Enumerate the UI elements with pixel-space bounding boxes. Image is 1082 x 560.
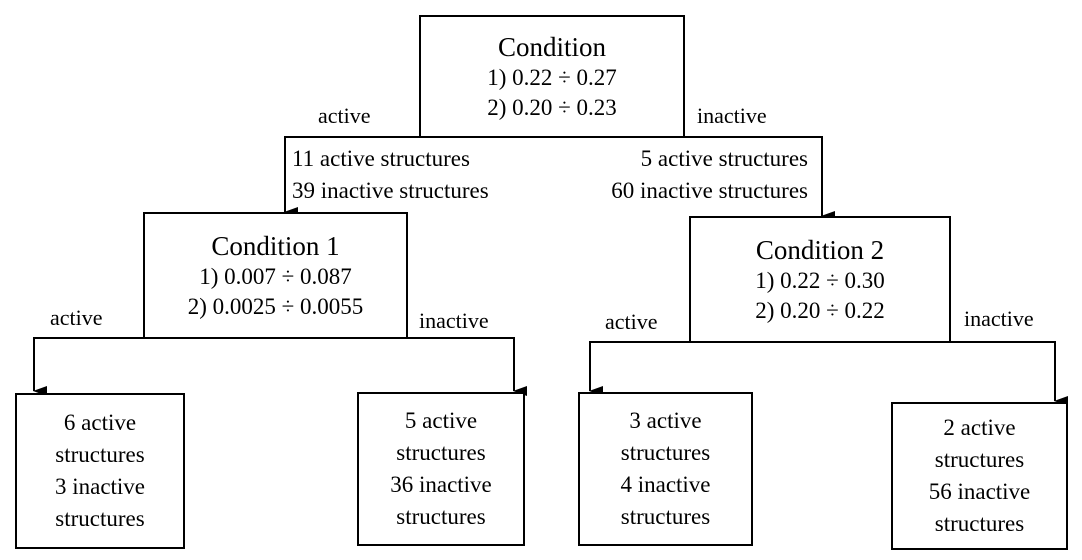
left-branch-count-active: 11 active structures bbox=[292, 146, 470, 171]
condition-1-node: Condition 1 1) 0.007 ÷ 0.087 2) 0.0025 ÷… bbox=[143, 212, 408, 339]
node1-inactive-label: inactive bbox=[419, 308, 489, 333]
edge-root-active bbox=[284, 136, 420, 217]
edge-node1-active bbox=[33, 337, 145, 396]
leaf-3-line-4: structures bbox=[620, 504, 711, 529]
condition-2-range-1: 1) 0.22 ÷ 0.30 bbox=[755, 267, 885, 293]
right-branch-count-active: 5 active structures bbox=[640, 146, 808, 171]
condition-2-title: Condition 2 bbox=[755, 234, 885, 265]
leaf-node-1: 6 active structures 3 inactive structure… bbox=[15, 393, 185, 549]
condition-1-range-2: 2) 0.0025 ÷ 0.0055 bbox=[187, 293, 364, 319]
condition-1-range-1: 1) 0.007 ÷ 0.087 bbox=[199, 263, 352, 289]
leaf-node-3: 3 active structures 4 inactive structure… bbox=[578, 392, 753, 546]
root-range-1: 1) 0.22 ÷ 0.27 bbox=[487, 64, 617, 90]
leaf-3-line-2: structures bbox=[620, 440, 711, 465]
root-range-2: 2) 0.20 ÷ 0.23 bbox=[487, 94, 617, 120]
leaf-node-4: 2 active structures 56 inactive structur… bbox=[891, 402, 1068, 550]
leaf-node-2: 5 active structures 36 inactive structur… bbox=[357, 392, 525, 546]
node1-active-label: active bbox=[50, 305, 103, 330]
left-branch-count-inactive: 39 inactive structures bbox=[292, 178, 489, 203]
leaf-4-line-1: 2 active bbox=[943, 415, 1016, 440]
leaf-3-line-1: 3 active bbox=[629, 408, 702, 433]
leaf-3-line-3: 4 inactive bbox=[620, 472, 711, 497]
root-active-label: active bbox=[318, 103, 371, 128]
leaf-4-line-4: structures bbox=[934, 511, 1025, 536]
leaf-1-line-2: structures bbox=[55, 442, 145, 467]
edge-node1-inactive bbox=[407, 337, 527, 396]
leaf-4-line-2: structures bbox=[934, 447, 1025, 472]
leaf-1-line-1: 6 active bbox=[63, 410, 137, 435]
condition-1-title: Condition 1 bbox=[211, 230, 340, 261]
leaf-2-line-1: 5 active bbox=[404, 408, 478, 433]
leaf-4-line-3: 56 inactive bbox=[928, 479, 1031, 504]
edge-node2-active bbox=[589, 341, 690, 396]
leaf-2-line-3: 36 inactive bbox=[390, 472, 492, 497]
leaf-2-line-2: structures bbox=[396, 440, 486, 465]
leaf-1-line-3: 3 inactive bbox=[54, 474, 146, 499]
node2-inactive-label: inactive bbox=[964, 306, 1034, 331]
node2-active-label: active bbox=[605, 309, 658, 334]
leaf-1-line-4: structures bbox=[55, 506, 145, 531]
root-title: Condition bbox=[497, 31, 606, 62]
edge-node2-inactive bbox=[950, 341, 1068, 406]
root-inactive-label: inactive bbox=[697, 103, 767, 128]
root-condition-node: Condition 1) 0.22 ÷ 0.27 2) 0.20 ÷ 0.23 bbox=[419, 15, 685, 138]
edge-root-inactive bbox=[684, 136, 835, 221]
condition-2-node: Condition 2 1) 0.22 ÷ 0.30 2) 0.20 ÷ 0.2… bbox=[689, 216, 951, 343]
right-branch-count-inactive: 60 inactive structures bbox=[611, 178, 808, 203]
condition-2-range-2: 2) 0.20 ÷ 0.22 bbox=[755, 297, 885, 323]
leaf-2-line-4: structures bbox=[396, 504, 486, 529]
